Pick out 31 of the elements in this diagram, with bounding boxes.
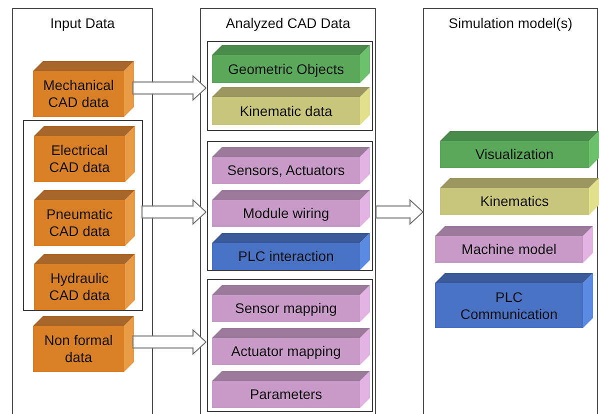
- block-label: Actuator mapping: [231, 343, 341, 360]
- column-panel: [200, 8, 376, 414]
- block-arrow: [376, 198, 424, 226]
- block-label: Sensor mapping: [235, 300, 337, 317]
- block-label: Pneumatic CAD data: [45, 206, 114, 240]
- column-heading: Simulation model(s): [448, 15, 574, 31]
- block-label: PLC Communication: [459, 288, 559, 322]
- block-label: Parameters: [250, 386, 322, 403]
- block-label: Visualization: [475, 146, 554, 163]
- block-arrow: [132, 328, 207, 356]
- group-frame: [207, 279, 373, 412]
- column-heading: Analyzed CAD Data: [224, 15, 352, 31]
- block-label: Mechanical CAD data: [42, 77, 115, 111]
- block-label: Kinematic data: [240, 102, 332, 120]
- block-arrow: [142, 198, 207, 226]
- block-label: Electrical CAD data: [48, 142, 111, 176]
- block-label: Non formal data: [43, 332, 114, 366]
- group-frame: [23, 120, 143, 311]
- block-label: Kinematics: [480, 193, 549, 210]
- block-label: Machine model: [462, 241, 556, 258]
- block-label: Sensors, Actuators: [227, 162, 345, 179]
- group-frame: [207, 41, 373, 131]
- block-label: PLC interaction: [238, 248, 334, 265]
- column-panel: [12, 8, 153, 414]
- column-heading: Input Data: [49, 15, 116, 31]
- group-frame: [207, 141, 373, 271]
- block-label: Module wiring: [242, 205, 330, 222]
- column-panel: [423, 8, 598, 414]
- block-label: Geometric Objects: [228, 60, 344, 78]
- block-arrow: [132, 74, 207, 102]
- block-label: Hydraulic CAD data: [48, 270, 111, 304]
